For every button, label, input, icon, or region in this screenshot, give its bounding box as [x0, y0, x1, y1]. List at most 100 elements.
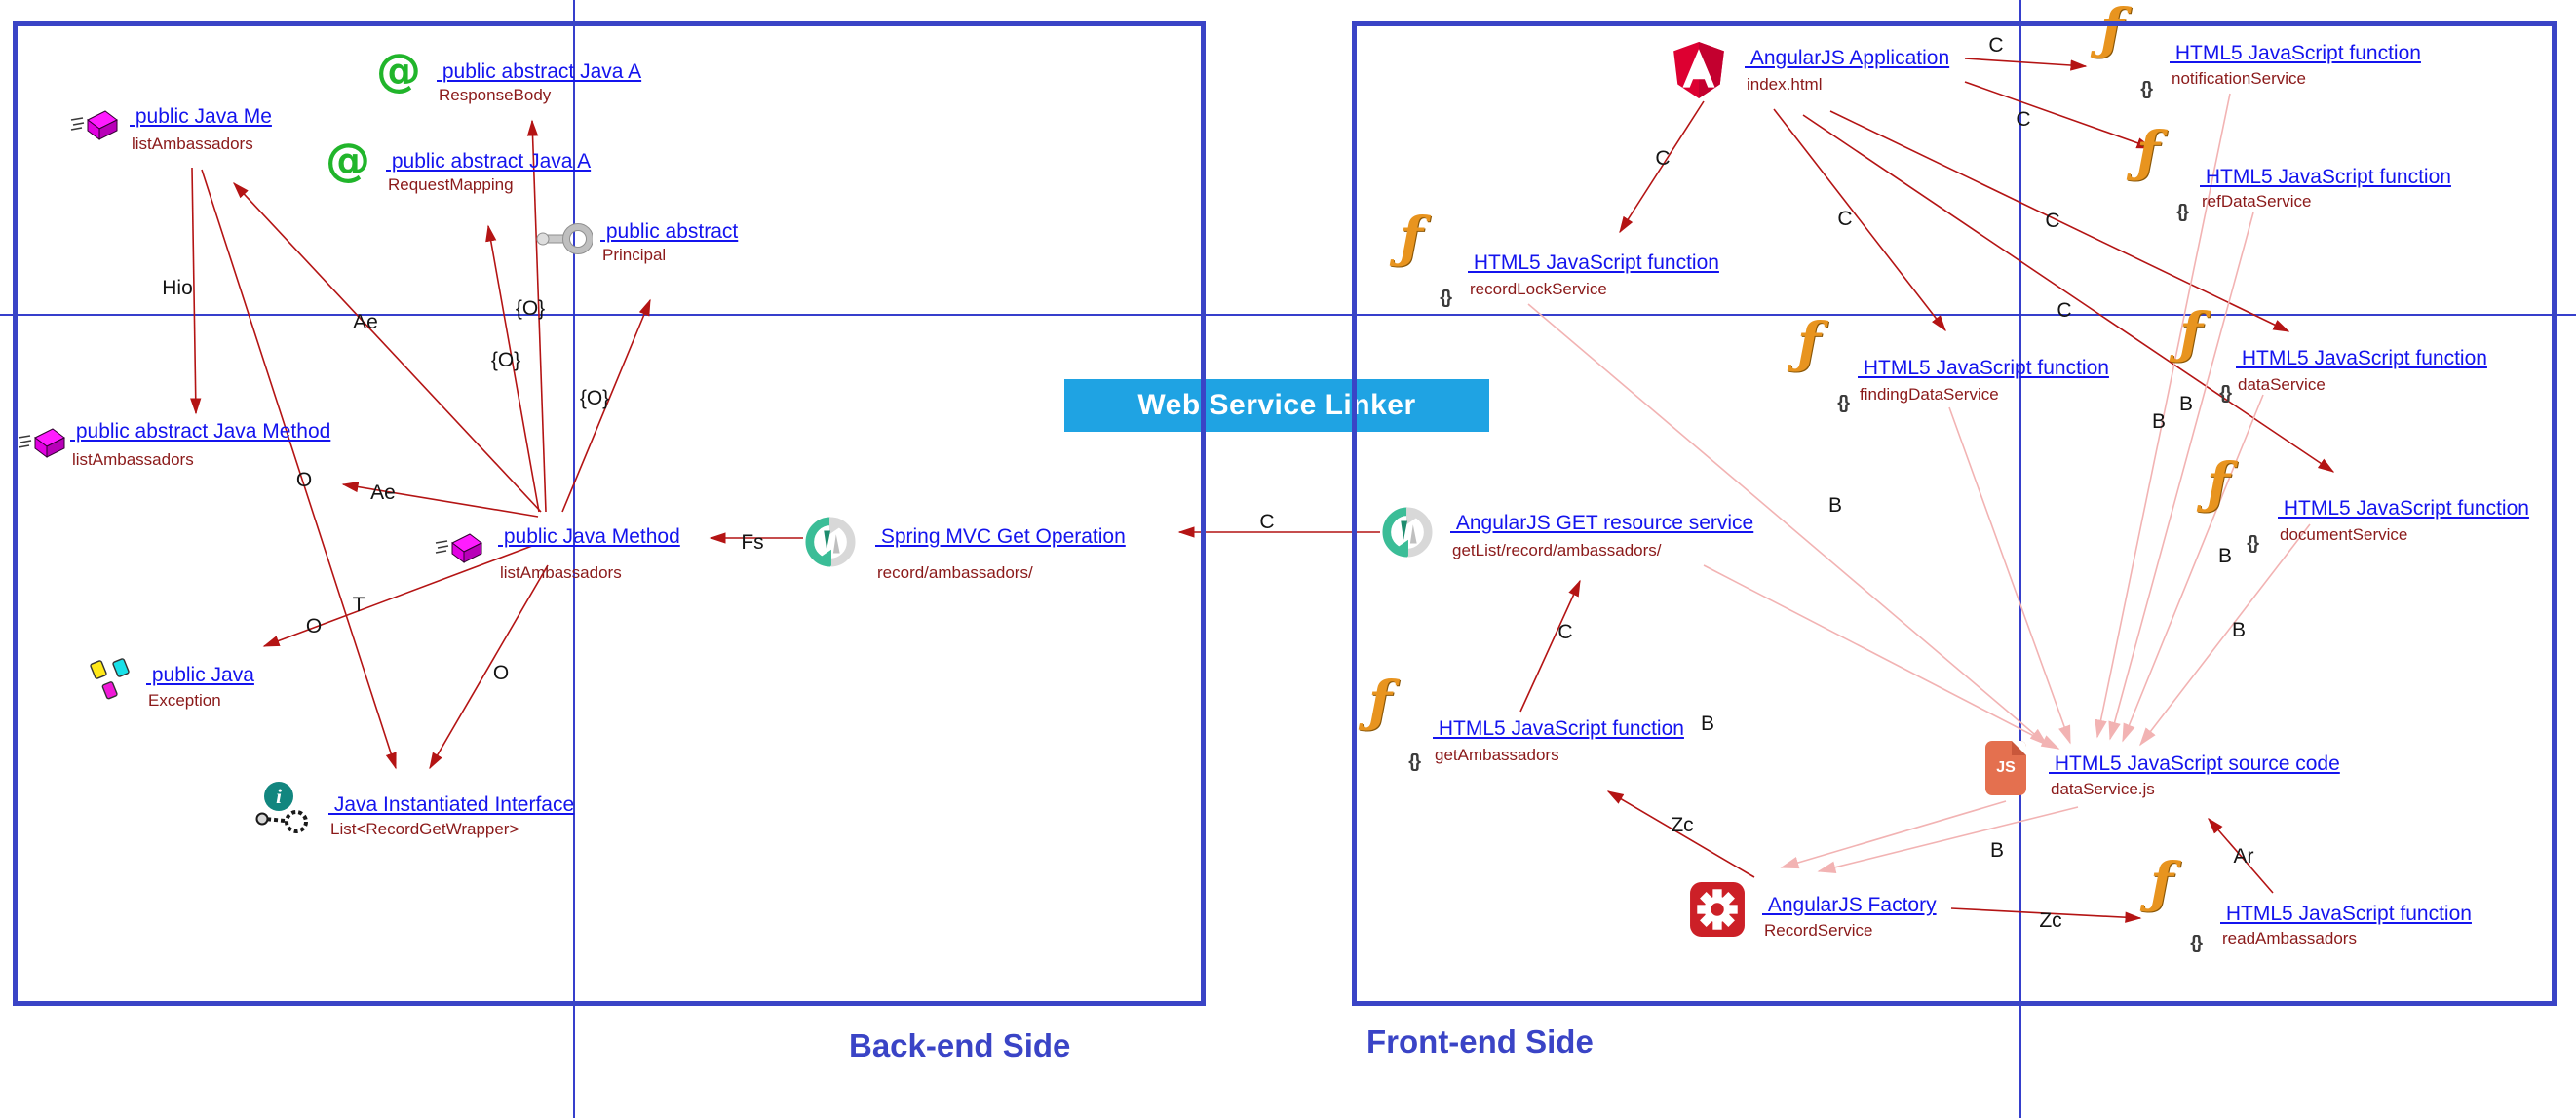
edge [429, 564, 549, 770]
edge [190, 167, 202, 415]
function-icon: ƒ{} [2136, 120, 2189, 222]
node-subtitle-read-ambassadors: readAmbassadors [2222, 929, 2357, 947]
edge [201, 169, 397, 770]
exception-icon [88, 655, 135, 704]
edge [1527, 303, 2049, 747]
node-link-data-service[interactable]: HTML5 JavaScript function [2236, 347, 2487, 369]
node-link-data-service-js[interactable]: HTML5 JavaScript source code [2049, 752, 2340, 775]
edge [1950, 907, 2142, 923]
edge [2208, 817, 2274, 894]
edge [1780, 800, 2007, 869]
node-subtitle-instantiated-interface: List<RecordGetWrapper> [330, 820, 519, 838]
node-subtitle-angular-factory: RecordService [1764, 921, 1873, 940]
edge-label: B [2179, 393, 2193, 415]
edge-label: C [1988, 34, 2003, 57]
edge-label: Fs [741, 531, 763, 554]
page-guide-vertical-right [2019, 0, 2021, 1118]
edge-label: Hio [162, 277, 193, 299]
eraser-icon [70, 105, 119, 146]
annotation-icon: @ [376, 44, 421, 96]
node-link-get-ambassadors[interactable]: HTML5 JavaScript function [1433, 717, 1684, 740]
edge [2122, 394, 2264, 743]
page-guide-vertical-left [573, 0, 575, 1118]
edge [1773, 108, 1946, 332]
edge [1802, 114, 2335, 473]
node-link-abstract-java-method[interactable]: public abstract Java Method [70, 420, 331, 443]
angular-icon [1672, 41, 1725, 99]
node-link-ref-data-service[interactable]: HTML5 JavaScript function [2200, 166, 2451, 188]
edge-label: B [1701, 713, 1714, 735]
edge-label: Zc [2039, 909, 2061, 932]
edge-label: B [1828, 494, 1842, 517]
node-link-angular-factory[interactable]: AngularJS Factory [1762, 894, 1937, 916]
interface-icon: i [251, 780, 320, 836]
annotation-icon: @ [326, 134, 370, 186]
edge-label: B [2232, 619, 2246, 641]
node-link-response-body[interactable]: public abstract Java A [437, 60, 642, 83]
node-subtitle-java-exception: Exception [148, 691, 221, 710]
edge [561, 298, 651, 513]
node-link-public-java-method[interactable]: public Java Method [498, 525, 680, 548]
node-link-angular-app[interactable]: AngularJS Application [1745, 47, 1950, 69]
factory-icon [1689, 881, 1746, 938]
node-subtitle-record-lock-service: recordLockService [1470, 280, 1607, 298]
edge-label: O [306, 615, 322, 637]
function-icon: ƒ{} [1368, 670, 1421, 772]
node-link-java-exception[interactable]: public Java [146, 664, 254, 686]
node-link-notification-service[interactable]: HTML5 JavaScript function [2170, 42, 2421, 64]
node-link-principal[interactable]: public abstract [600, 220, 739, 243]
node-link-spring-mvc-get[interactable]: Spring MVC Get Operation [875, 525, 1126, 548]
node-link-record-lock-service[interactable]: HTML5 JavaScript function [1468, 251, 1719, 274]
node-subtitle-java-method-1: listAmbassadors [132, 135, 253, 153]
edge-label: C [2045, 210, 2059, 232]
node-subtitle-request-mapping: RequestMapping [388, 175, 514, 194]
rest-get-icon [1382, 507, 1433, 558]
rest-get-icon [805, 517, 856, 567]
edge [2139, 523, 2311, 747]
node-subtitle-abstract-java-method: listAmbassadors [72, 450, 194, 469]
edge-label: T [353, 594, 365, 616]
edge [341, 481, 539, 518]
node-link-document-service[interactable]: HTML5 JavaScript function [2278, 497, 2529, 520]
node-subtitle-ref-data-service: refDataService [2202, 192, 2312, 211]
function-icon: ƒ{} [2100, 0, 2153, 99]
node-link-instantiated-interface[interactable]: Java Instantiated Interface [328, 793, 575, 816]
edge-label: B [1990, 839, 2004, 862]
edge [2108, 212, 2254, 741]
edge [1619, 100, 1705, 234]
edge [262, 545, 533, 647]
node-subtitle-data-service: dataService [2238, 375, 2326, 394]
edge [485, 224, 540, 513]
edge-label: C [2016, 108, 2030, 131]
node-link-java-method-1[interactable]: public Java Me [130, 105, 272, 128]
page-guide-horizontal [0, 314, 2576, 316]
node-link-request-mapping[interactable]: public abstract Java A [386, 150, 592, 173]
web-service-linker-banner: Web Service Linker [1064, 379, 1489, 432]
node-subtitle-notification-service: notificationService [2172, 69, 2306, 88]
edge-label: {O} [516, 297, 545, 320]
node-subtitle-get-ambassadors: getAmbassadors [1435, 746, 1559, 764]
edge [526, 119, 547, 513]
eraser-icon [18, 423, 66, 464]
edge [1817, 806, 2079, 873]
edge [1964, 58, 2088, 71]
edge-label: C [1655, 147, 1670, 170]
edge [1948, 406, 2071, 745]
edge-label: {O} [580, 387, 609, 409]
backend-caption: Back-end Side [849, 1027, 1071, 1063]
node-subtitle-spring-mvc-get: record/ambassadors/ [877, 563, 1033, 582]
node-link-read-ambassadors[interactable]: HTML5 JavaScript function [2220, 903, 2472, 925]
edge [233, 181, 542, 513]
edge-label: O [493, 662, 509, 684]
node-subtitle-data-service-js: dataService.js [2051, 780, 2155, 798]
edge-label: Zc [1671, 814, 1693, 836]
node-link-angular-get-service[interactable]: AngularJS GET resource service [1450, 512, 1754, 534]
node-subtitle-response-body: ResponseBody [439, 86, 552, 104]
node-link-finding-data-service[interactable]: HTML5 JavaScript function [1858, 357, 2109, 379]
node-subtitle-finding-data-service: findingDataService [1860, 385, 1999, 404]
function-icon: ƒ{} [2207, 451, 2259, 554]
edge [1606, 790, 1755, 878]
edge-label: Ae [353, 311, 378, 333]
